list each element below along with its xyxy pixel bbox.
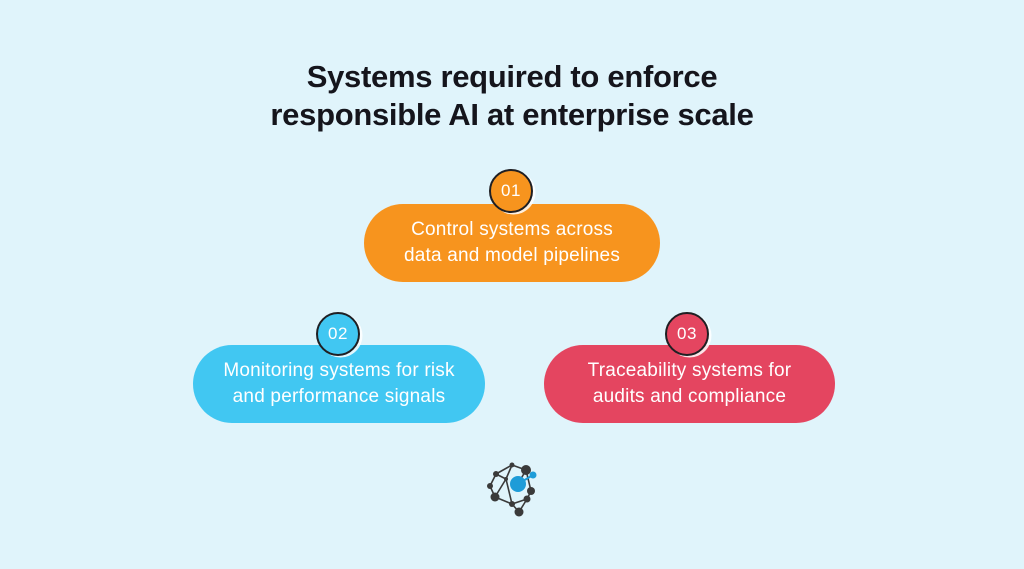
- step-03-card: Traceability systems for audits and comp…: [544, 345, 835, 423]
- step-02-number: 02: [328, 324, 348, 343]
- logo-nodes: [487, 462, 535, 517]
- network-graph-logo-icon: [487, 462, 537, 517]
- step-02-card: Monitoring systems for risk and performa…: [193, 345, 485, 423]
- step-01-label-line-1: Control systems across: [411, 219, 613, 240]
- page-title: Systems required to enforce responsible …: [0, 58, 1024, 134]
- step-02-number-badge: 02: [316, 312, 360, 356]
- step-02-label-line-1: Monitoring systems for risk: [223, 360, 455, 381]
- step-02-label-line-2: and performance signals: [232, 386, 446, 407]
- page-title-line-1: Systems required to enforce: [306, 59, 718, 94]
- step-03-label-line-2: audits and compliance: [592, 386, 787, 407]
- logo-accent-nodes: [510, 471, 537, 492]
- step-01-label-line-2: data and model pipelines: [403, 245, 621, 266]
- step-01-number: 01: [501, 181, 521, 200]
- step-01-card: Control systems across data and model pi…: [364, 204, 660, 282]
- step-03-number: 03: [677, 324, 697, 343]
- page-title-line-2: responsible AI at enterprise scale: [270, 97, 754, 132]
- step-03-number-badge: 03: [665, 312, 709, 356]
- step-01-number-badge: 01: [489, 169, 533, 213]
- step-03-label-line-1: Traceability systems for: [587, 360, 792, 381]
